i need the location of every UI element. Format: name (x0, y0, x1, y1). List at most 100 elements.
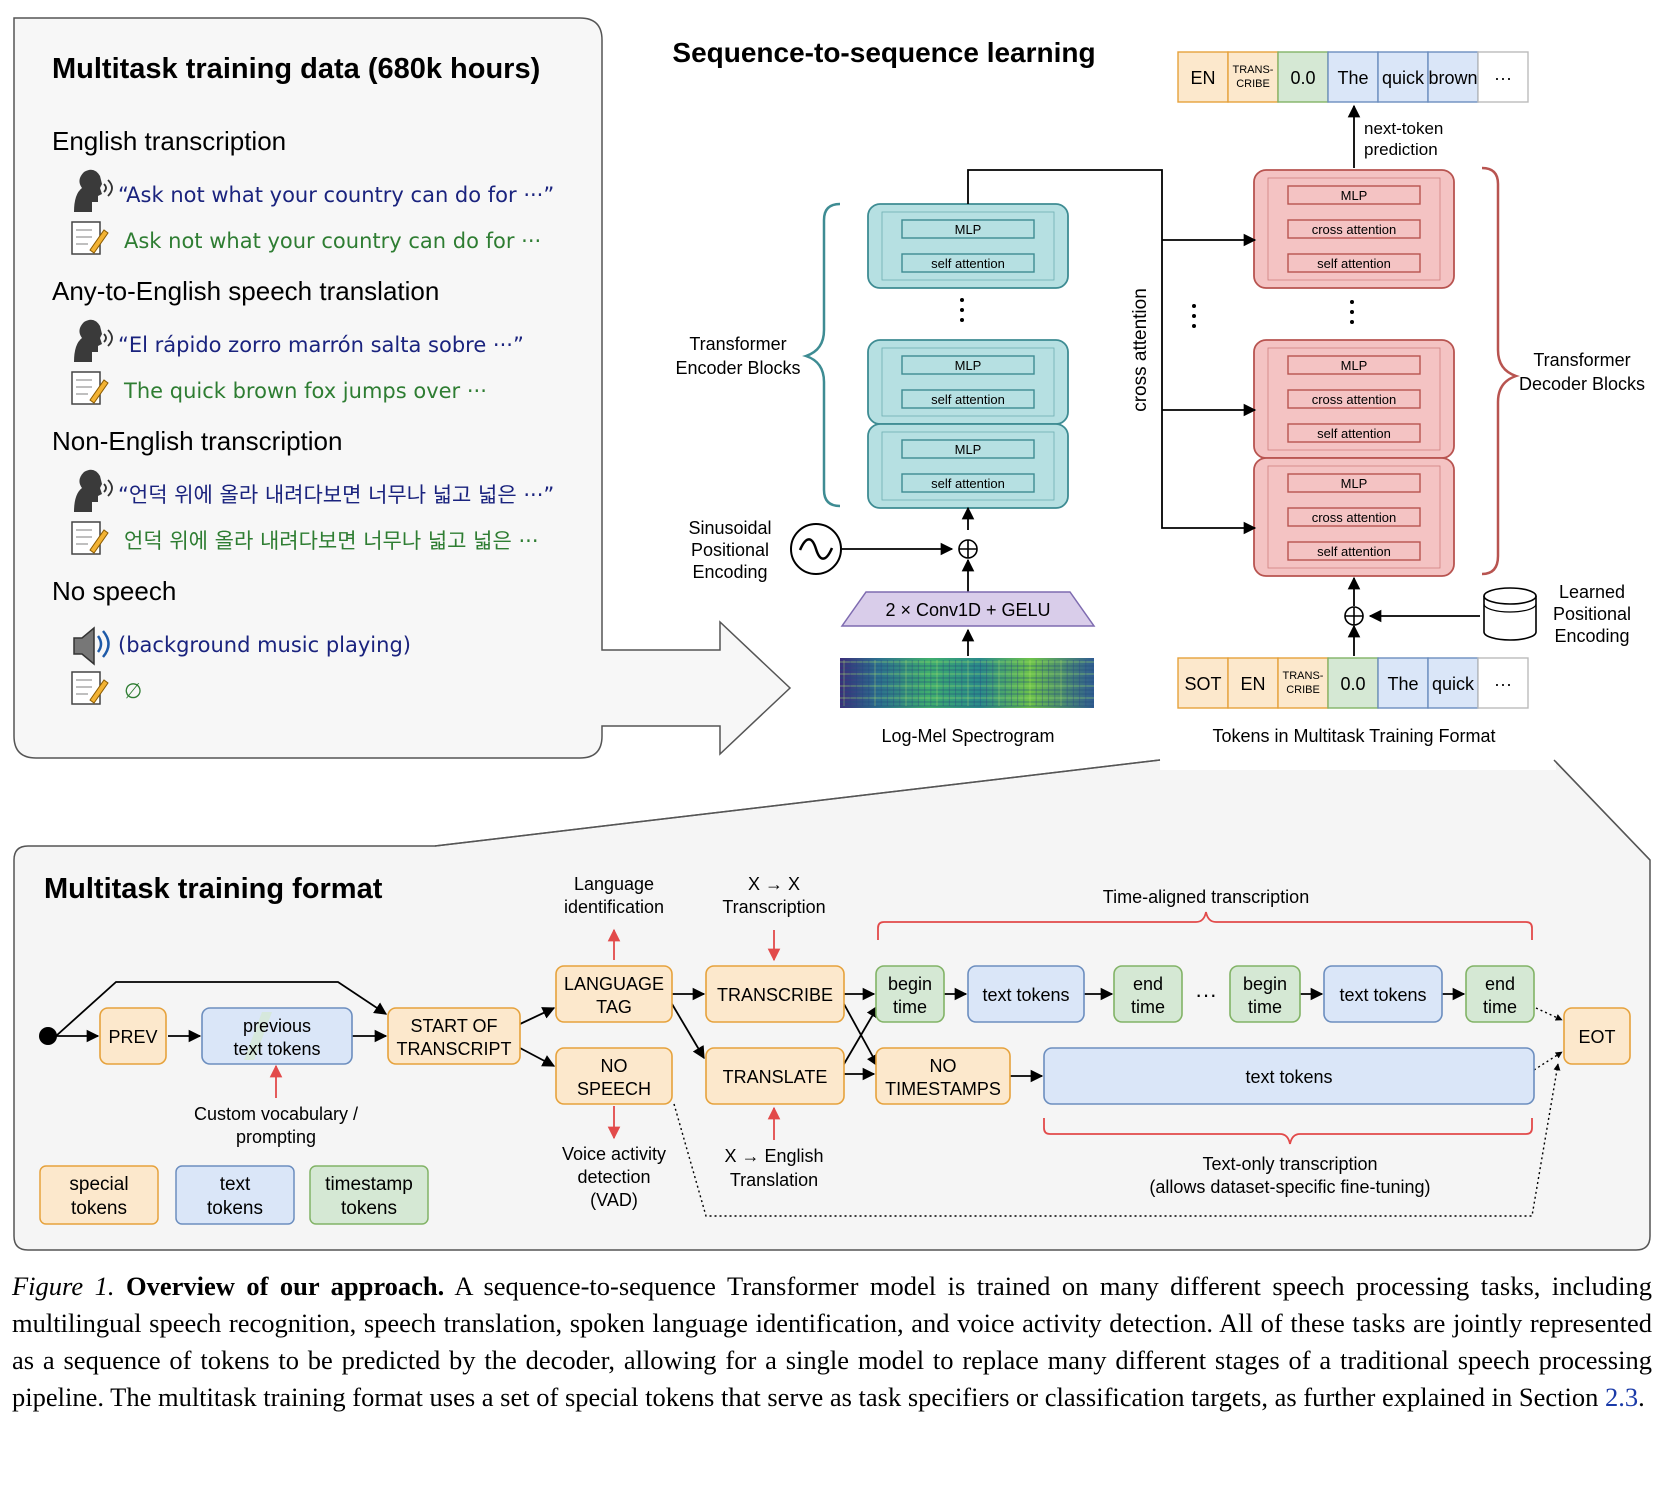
next-token-label-1: next-token (1364, 119, 1443, 138)
learned-label-1: Learned (1559, 582, 1625, 602)
section-heading: Non-English transcription (52, 426, 342, 456)
audio-sample: “언덕 위에 올라 내려다보면 너무나 넓고 넓은 ···” (118, 483, 554, 507)
audio-sample: “Ask not what your country can do for ··… (118, 183, 554, 207)
sublayer-label: self attention (931, 256, 1005, 271)
sublayer-label: self attention (1317, 426, 1391, 441)
memo-icon (71, 671, 109, 705)
section-link[interactable]: 2.3 (1604, 1382, 1639, 1412)
token-label: 0.0 (1290, 68, 1315, 88)
token-label: SOT (1184, 674, 1221, 694)
legend-label: tokens (341, 1198, 397, 1219)
encoder-brace (802, 202, 841, 508)
encoder-block: MLP self attention (867, 423, 1069, 509)
memo-icon (71, 521, 109, 555)
conv-label: 2 × Conv1D + GELU (885, 600, 1050, 620)
sublayer-label: self attention (931, 392, 1005, 407)
anno-lang-id-1: Language (574, 874, 654, 894)
sublayer-label: cross attention (1312, 510, 1397, 525)
node-transcribe: TRANSCRIBE (705, 965, 845, 1023)
sublayer-label: MLP (955, 442, 982, 457)
node-end2: end time (1465, 965, 1535, 1023)
encoder-label-2: Encoder Blocks (675, 358, 800, 378)
token-cell (1477, 657, 1529, 709)
node-label: LANGUAGE (564, 974, 664, 994)
next-token-label-2: prediction (1364, 140, 1438, 159)
decoder-block: MLP cross attention self attention (1253, 339, 1455, 459)
token-label: quick (1432, 674, 1475, 694)
sublayer-box (1287, 473, 1421, 493)
legend-item: special tokens (39, 1165, 159, 1225)
audio-sample: (background music playing) (118, 633, 411, 657)
middle-dots (1192, 304, 1196, 328)
token-label: EN (1190, 68, 1215, 88)
anno-vad-1: Voice activity (562, 1144, 666, 1164)
node-label: TRANSCRIBE (717, 985, 833, 1005)
node-label: end (1485, 974, 1515, 994)
node-label: time (1131, 997, 1165, 1017)
sublayer-box (901, 389, 1035, 409)
encoder-dots (960, 298, 964, 322)
node-label: TAG (596, 997, 632, 1017)
anno-x-en-2: Translation (730, 1170, 818, 1190)
text-sample: 언덕 위에 올라 내려다보면 너무나 넓고 넓은 ··· (124, 529, 539, 553)
node-label: end (1133, 974, 1163, 994)
legend-label: special (69, 1174, 128, 1195)
token-label: ··· (1494, 674, 1512, 694)
legend-label: timestamp (325, 1174, 413, 1195)
token-cell (1377, 657, 1429, 709)
arch-title: Sequence-to-sequence learning (672, 37, 1095, 68)
decoder-label-1: Transformer (1533, 350, 1630, 370)
node-label: previous (243, 1016, 311, 1036)
conv-block (840, 591, 1096, 627)
sublayer-label: MLP (1341, 358, 1368, 373)
node-label: SPEECH (577, 1079, 651, 1099)
log-mel-spectrogram (840, 658, 1094, 708)
node-label: begin (1243, 974, 1287, 994)
text-sample: The quick brown fox jumps over ··· (123, 379, 487, 403)
section-heading: English transcription (52, 126, 286, 156)
sublayer-label: MLP (955, 222, 982, 237)
node-text-long: text tokens (1043, 1047, 1535, 1105)
decoder-label-2: Decoder Blocks (1519, 374, 1645, 394)
legend-label: tokens (71, 1198, 127, 1219)
anno-xx-2: Transcription (722, 897, 825, 917)
training-format-panel: Multitask training format (13, 750, 1651, 1251)
token-label: CRIBE (1286, 684, 1320, 696)
anno-x-en-1: X → English (724, 1146, 823, 1166)
node-label: text tokens (233, 1039, 320, 1059)
sublayer-box (901, 219, 1035, 239)
node-label: text tokens (1339, 985, 1426, 1005)
anno-vad-3: (VAD) (590, 1190, 638, 1210)
encoder-label-1: Transformer (689, 334, 786, 354)
section-heading: Any-to-English speech translation (52, 276, 439, 306)
encoder-input-path (842, 506, 975, 656)
legend-label: tokens (207, 1198, 263, 1219)
sublayer-label: cross attention (1312, 392, 1397, 407)
data-sections: English transcription “Ask not what your … (52, 126, 554, 705)
node-label: begin (888, 974, 932, 994)
token-label: quick (1382, 68, 1425, 88)
training-data-panel: Multitask training data (680k hours) Eng… (13, 17, 792, 759)
node-label: time (1483, 997, 1517, 1017)
anno-text-only-2: (allows dataset-specific fine-tuning) (1149, 1177, 1430, 1197)
caption-title: Overview of our approach. (125, 1271, 445, 1301)
database-icon (1483, 587, 1537, 641)
anno-text-only-1: Text-only transcription (1202, 1154, 1377, 1174)
node-label: TRANSLATE (723, 1067, 828, 1087)
sinusoidal-label-3: Encoding (692, 562, 767, 582)
sublayer-box (1287, 219, 1421, 239)
token-label: The (1337, 68, 1368, 88)
sublayer-label: MLP (955, 358, 982, 373)
token-label: brown (1428, 68, 1477, 88)
caption-body: A sequence-to-sequence Transformer model… (12, 1271, 1652, 1412)
anno-vad-2: detection (577, 1167, 650, 1187)
token-cell (1227, 51, 1279, 103)
sublayer-label: self attention (931, 476, 1005, 491)
learned-label-2: Positional (1553, 604, 1631, 624)
ellipsis: ··· (1195, 982, 1217, 1007)
decoder-input-path (1347, 104, 1480, 656)
node-translate: TRANSLATE (705, 1047, 845, 1105)
